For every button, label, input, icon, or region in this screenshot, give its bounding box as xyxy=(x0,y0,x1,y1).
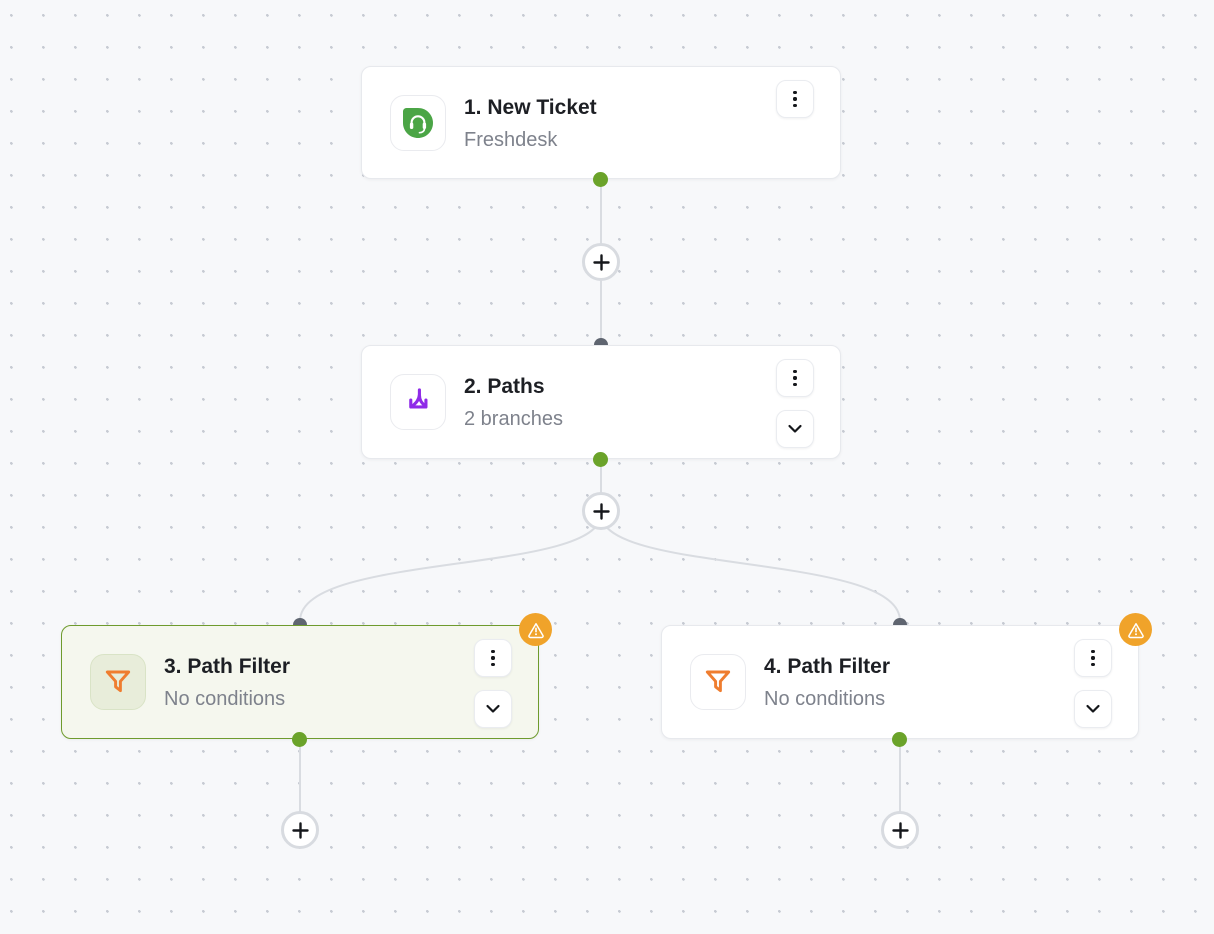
step-title: 4. Path Filter xyxy=(764,655,891,678)
step-menu-button[interactable] xyxy=(1074,639,1112,677)
plus-icon xyxy=(592,253,610,271)
app-icon-box xyxy=(390,95,446,151)
workflow-step-4-path-filter[interactable]: 4. Path Filter No conditions xyxy=(661,613,1152,739)
kebab-icon xyxy=(793,369,797,387)
step-menu-button[interactable] xyxy=(474,639,512,677)
warning-badge[interactable] xyxy=(1119,613,1152,646)
warning-badge[interactable] xyxy=(519,613,552,646)
app-icon-box xyxy=(690,654,746,710)
output-port xyxy=(892,732,907,747)
step-collapse-button[interactable] xyxy=(1074,690,1112,728)
step-collapse-button[interactable] xyxy=(776,410,814,448)
kebab-icon xyxy=(1091,649,1095,667)
workflow-step-3-path-filter[interactable]: 3. Path Filter No conditions xyxy=(61,613,552,739)
app-icon-box xyxy=(390,374,446,430)
kebab-icon xyxy=(793,90,797,108)
freshdesk-icon xyxy=(403,108,433,138)
warning-triangle-icon xyxy=(527,622,544,638)
add-step-button[interactable] xyxy=(881,811,919,849)
add-step-button[interactable] xyxy=(582,243,620,281)
add-step-button[interactable] xyxy=(582,492,620,530)
add-step-button[interactable] xyxy=(281,811,319,849)
workflow-step-1-new-ticket[interactable]: 1. New Ticket Freshdesk xyxy=(361,66,841,179)
chevron-down-icon xyxy=(1086,704,1100,713)
output-port xyxy=(292,732,307,747)
app-icon-box xyxy=(90,654,146,710)
step-menu-button[interactable] xyxy=(776,359,814,397)
step-subtitle: 2 branches xyxy=(464,408,563,430)
kebab-icon xyxy=(491,649,495,667)
step-title: 2. Paths xyxy=(464,375,545,398)
step-subtitle: Freshdesk xyxy=(464,129,558,151)
workflow-step-2-paths[interactable]: 2. Paths 2 branches xyxy=(361,345,841,459)
filter-icon xyxy=(105,670,131,693)
plus-icon xyxy=(291,821,309,839)
plus-icon xyxy=(592,502,610,520)
step-title: 3. Path Filter xyxy=(164,655,291,678)
plus-icon xyxy=(891,821,909,839)
output-port xyxy=(593,452,608,467)
chevron-down-icon xyxy=(486,704,500,713)
output-port xyxy=(593,172,608,187)
warning-triangle-icon xyxy=(1127,622,1144,638)
chevron-down-icon xyxy=(788,424,802,433)
step-title: 1. New Ticket xyxy=(464,96,597,119)
step-menu-button[interactable] xyxy=(776,80,814,118)
filter-icon xyxy=(705,670,731,693)
paths-icon xyxy=(409,388,428,409)
step-collapse-button[interactable] xyxy=(474,690,512,728)
step-subtitle: No conditions xyxy=(164,688,286,710)
step-subtitle: No conditions xyxy=(764,688,886,710)
